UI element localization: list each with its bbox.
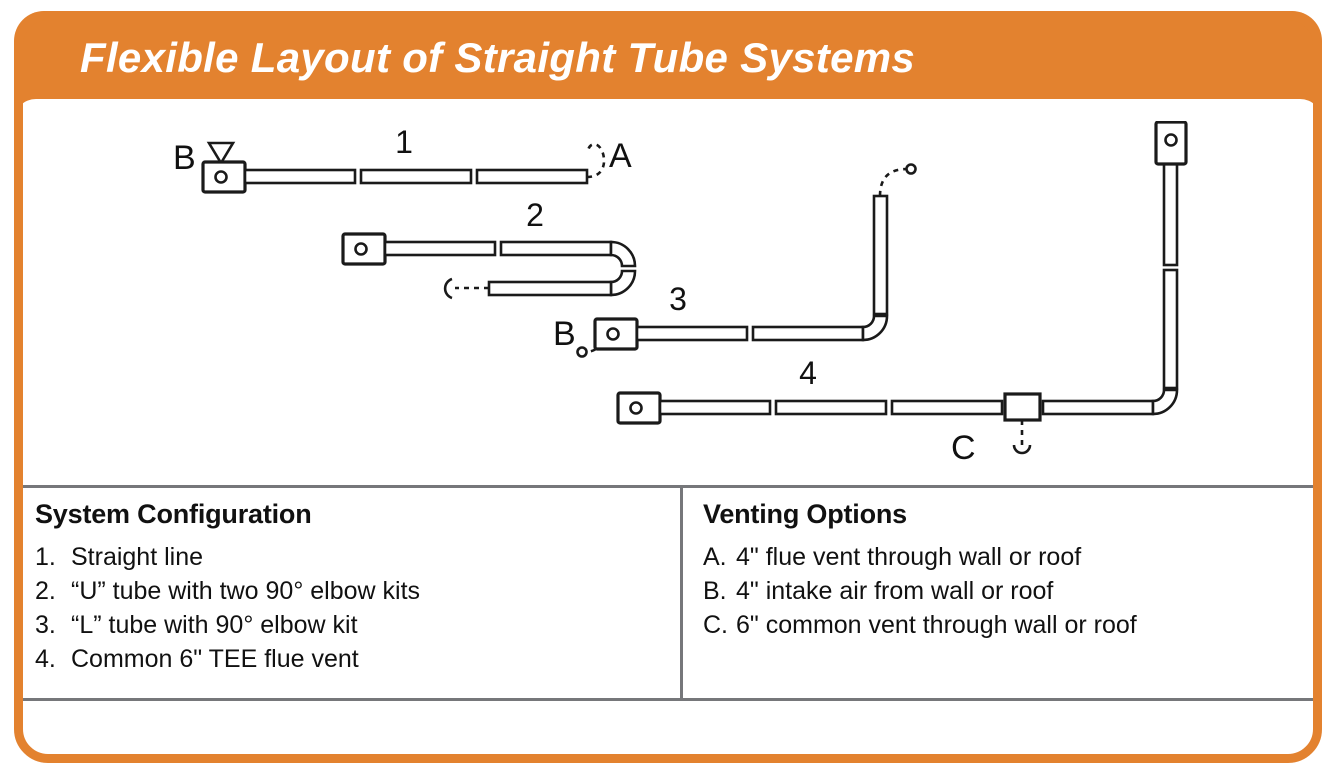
system-configuration-column: System Configuration 1. Straight line 2.… [35, 499, 665, 676]
tube-segment-4b [774, 399, 888, 416]
config-2-group: 2 [341, 197, 637, 300]
list-item-text: Common 6" TEE flue vent [71, 645, 359, 673]
tube-segment-3b [751, 325, 865, 342]
tube-segment-3c [872, 194, 889, 316]
appliance-port-1 [214, 170, 228, 184]
system-configuration-list: 1. Straight line 2. “U” tube with two 90… [35, 540, 665, 676]
appliance-port-3 [606, 327, 620, 341]
tube-segment-2c [487, 280, 613, 297]
list-item-marker: 4. [35, 645, 56, 673]
tube-segment-4d [1041, 399, 1155, 416]
intake-terminal-triangle-1 [206, 141, 236, 166]
legend-divider-bottom [23, 698, 1313, 701]
list-item-marker: B. [703, 577, 727, 605]
intake-terminal-circle-3 [576, 346, 588, 358]
list-item-marker: C. [703, 611, 728, 639]
tube-segment-4a [658, 399, 772, 416]
list-item: A. 4" flue vent through wall or roof [703, 540, 1303, 574]
elbow-3-corner [861, 314, 889, 342]
tube-segment-2b [499, 240, 613, 257]
list-item-text: Straight line [71, 543, 204, 571]
appliance-port-2 [354, 242, 368, 256]
flue-vent-dash-1 [586, 143, 606, 179]
list-item-marker: A. [703, 543, 727, 571]
label-b-config3: B [553, 315, 576, 353]
config-number-2: 2 [526, 197, 544, 233]
elbow-4-corner [1151, 388, 1179, 416]
title-banner [14, 11, 1322, 121]
config-number-1: 1 [395, 124, 413, 160]
intake-terminal-hook-2 [443, 277, 453, 300]
list-item-text: 4" intake air from wall or roof [736, 577, 1054, 605]
list-item-text: “U” tube with two 90° elbow kits [71, 577, 421, 605]
list-item-marker: 2. [35, 577, 56, 605]
venting-options-list: A. 4" flue vent through wall or roof B. … [703, 540, 1303, 642]
tube-segment-1a [243, 168, 357, 185]
list-item: 2. “U” tube with two 90° elbow kits [35, 574, 665, 608]
legend-panel: System Configuration 1. Straight line 2.… [23, 485, 1313, 701]
elbow-2-lower [609, 269, 637, 297]
diagram-canvas: .tube { fill:#ffffff; stroke:#1A1A1A; st… [23, 121, 1313, 487]
common-vent-terminal-hook [1012, 444, 1032, 455]
list-item-text: 6" common vent through wall or roof [736, 611, 1137, 639]
list-item-text: “L” tube with 90° elbow kit [71, 611, 358, 639]
label-a-config1: A [609, 137, 632, 175]
tee-fitting-box [1003, 392, 1042, 422]
venting-options-title: Venting Options [703, 499, 907, 529]
venting-options-column: Venting Options A. 4" flue vent through … [703, 499, 1303, 642]
legend-divider-vertical [680, 487, 683, 699]
config-3-group: B 3 [553, 163, 917, 358]
flue-vent-dash-3 [878, 167, 908, 197]
list-item-marker: 1. [35, 543, 56, 571]
appliance-port-4-left [629, 401, 643, 415]
list-item-text: 4" flue vent through wall or roof [736, 543, 1082, 571]
label-b-config1: B [173, 139, 196, 177]
config-number-3: 3 [669, 281, 687, 317]
list-item: 1. Straight line [35, 540, 665, 574]
tube-segment-4c [890, 399, 1004, 416]
outer-frame [14, 11, 1322, 763]
config-1-group: B 1 A [173, 124, 632, 194]
config-number-4: 4 [799, 355, 817, 391]
system-configuration-title: System Configuration [35, 499, 312, 529]
legend-divider-top [23, 485, 1313, 488]
elbow-2-upper [609, 240, 637, 268]
tube-segment-2a [383, 240, 497, 257]
flue-terminal-circle-3 [905, 163, 917, 175]
list-item: B. 4" intake air from wall or roof [703, 574, 1303, 608]
tube-segment-1c [475, 168, 589, 185]
list-item: 4. Common 6" TEE flue vent [35, 642, 665, 676]
banner-bottom-curve [14, 99, 1322, 121]
list-item-marker: 3. [35, 611, 56, 639]
tube-segment-4e [1162, 268, 1179, 390]
list-item: 3. “L” tube with 90° elbow kit [35, 608, 665, 642]
tube-segment-4f [1162, 148, 1179, 267]
tube-segment-1b [359, 168, 473, 185]
page-title: Flexible Layout of Straight Tube Systems [80, 34, 916, 81]
label-c-config4: C [951, 429, 976, 467]
tube-segment-3a [635, 325, 749, 342]
config-4-group: 4 C [616, 121, 1188, 467]
appliance-port-4-top [1164, 133, 1178, 147]
list-item: C. 6" common vent through wall or roof [703, 608, 1303, 642]
